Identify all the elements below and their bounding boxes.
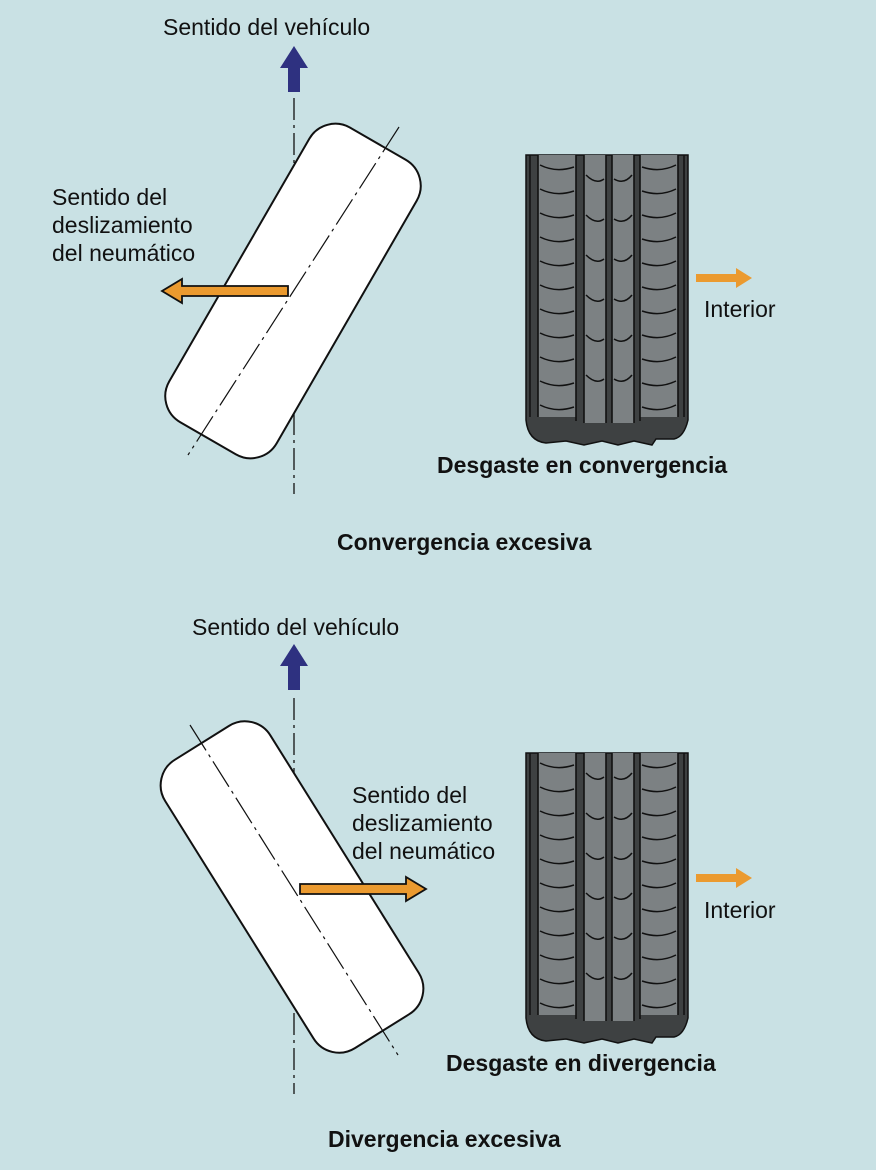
slip-arrow-right (299, 875, 428, 903)
inner-label-top: Interior (704, 296, 776, 322)
inner-arrow-bottom (696, 868, 752, 888)
vehicle-direction-arrow-bottom (280, 644, 308, 690)
caption-toe-out: Divergencia excesiva (328, 1126, 561, 1152)
top-section-graphics (160, 46, 752, 494)
tread-strip-toe-in (525, 154, 689, 446)
caption-toe-in: Convergencia excesiva (337, 529, 592, 555)
slip-arrow-left (160, 277, 289, 305)
tread-strip-toe-out (525, 752, 689, 1044)
vehicle-direction-label-top: Sentido del vehículo (163, 14, 371, 40)
wear-label-toe-in: Desgaste en convergencia (437, 452, 728, 478)
wear-label-toe-out: Desgaste en divergencia (446, 1050, 716, 1076)
slip-direction-label-bottom: Sentido del deslizamiento del neumático (352, 782, 496, 864)
bottom-section-graphics (159, 644, 752, 1094)
vehicle-direction-arrow-top (280, 46, 308, 92)
inner-label-bottom: Interior (704, 897, 776, 923)
inner-arrow-top (696, 268, 752, 288)
vehicle-direction-label-bottom: Sentido del vehículo (192, 614, 400, 640)
tire-axis-line-top (187, 126, 400, 456)
tire-axis-line-bottom (189, 724, 399, 1056)
slip-direction-label-top: Sentido del deslizamiento del neumático (52, 184, 196, 266)
